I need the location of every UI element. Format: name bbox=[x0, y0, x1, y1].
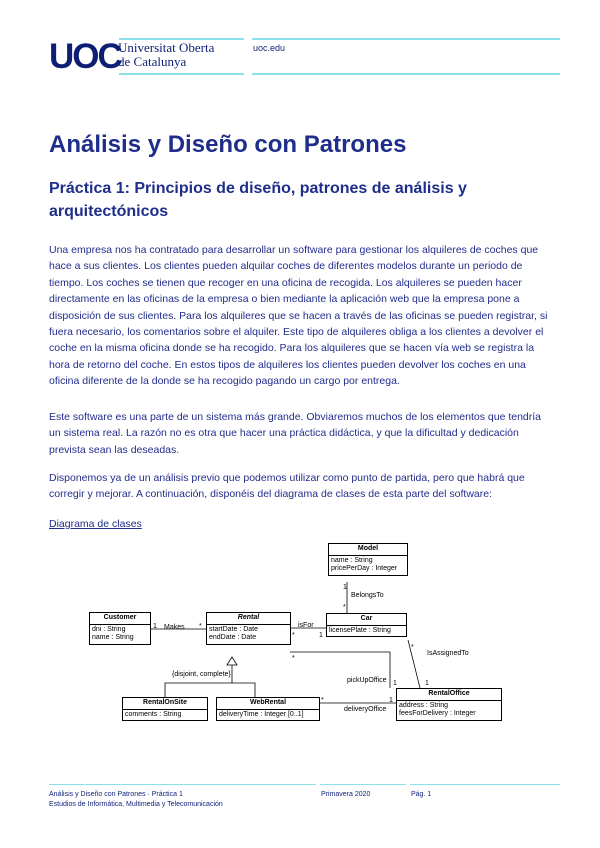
institution-line-1: Universitat Oberta bbox=[118, 40, 215, 55]
header-rule-4 bbox=[252, 73, 560, 75]
mult-delivery-1: 1 bbox=[389, 697, 393, 704]
header-rule-2 bbox=[119, 73, 244, 75]
label-is-assigned-to: IsAssignedTo bbox=[427, 650, 469, 657]
class-rental-attr-1: startDate : Date bbox=[209, 625, 259, 633]
label-constraint: {disjoint, complete} bbox=[172, 671, 231, 678]
class-car-attr-1: licensePlate : String bbox=[329, 626, 391, 634]
mult-rental-star-3: * bbox=[292, 655, 295, 662]
mult-model-1: 1 bbox=[343, 584, 347, 591]
institution-line-2: de Catalunya bbox=[118, 54, 187, 69]
footer-course: Análisis y Diseño con Patrones · Práctic… bbox=[49, 791, 183, 798]
mult-car-star: * bbox=[343, 604, 346, 611]
class-web-rental-name: WebRental bbox=[217, 698, 319, 710]
header-rule-3 bbox=[252, 38, 560, 40]
mult-web-star: * bbox=[321, 697, 324, 704]
footer-rule-3 bbox=[410, 784, 560, 785]
institution-name: Universitat Oberta de Catalunya bbox=[118, 41, 214, 69]
paragraph-1: Una empresa nos ha contratado para desar… bbox=[49, 244, 548, 388]
footer-rule-1 bbox=[49, 784, 316, 785]
label-is-for: isFor bbox=[298, 622, 314, 629]
is-assigned-to-line bbox=[407, 639, 421, 689]
class-web-rental-attr-1: deliveryTime : Integer [0..1] bbox=[219, 710, 304, 718]
footer-page-number: Pág. 1 bbox=[411, 791, 432, 798]
mult-pickup-1: 1 bbox=[393, 680, 397, 687]
mult-rental-star-2: * bbox=[292, 632, 295, 639]
class-customer-attr-1: dni : String bbox=[92, 625, 126, 633]
class-rental-office[interactable]: RentalOffice address : String feesForDel… bbox=[396, 688, 502, 721]
footer-semester: Primavera 2020 bbox=[321, 791, 371, 798]
class-rental-on-site-name: RentalOnSite bbox=[123, 698, 207, 710]
footer-rule-2 bbox=[320, 784, 406, 785]
class-rental-office-name: RentalOffice bbox=[397, 689, 501, 701]
label-makes: Makes bbox=[164, 624, 185, 631]
class-customer[interactable]: Customer dni : String name : String bbox=[89, 612, 151, 645]
class-rental-on-site-attr-1: comments : String bbox=[125, 710, 182, 718]
mult-customer-1: 1 bbox=[153, 623, 157, 630]
uoc-logo: UOC bbox=[49, 37, 123, 76]
paragraph-3: Disponemos ya de un análisis previo que … bbox=[49, 472, 525, 501]
class-model-attr-2: pricePerDay : Integer bbox=[331, 565, 398, 572]
generalization-line bbox=[164, 682, 256, 697]
label-belongs-to: BelongsTo bbox=[351, 592, 384, 599]
class-car-name: Car bbox=[327, 614, 406, 626]
class-customer-attr-2: name : String bbox=[92, 634, 134, 641]
paragraph-2: Este software es una parte de un sistema… bbox=[49, 411, 542, 456]
header-rule-1 bbox=[119, 38, 244, 40]
class-rental-attr-2: endDate : Date bbox=[209, 634, 257, 641]
generalization-arrow bbox=[226, 656, 238, 666]
class-rental-on-site[interactable]: RentalOnSite comments : String bbox=[122, 697, 208, 721]
page-subtitle: Práctica 1: Principios de diseño, patron… bbox=[49, 180, 467, 220]
class-rental[interactable]: Rental startDate : Date endDate : Date bbox=[206, 612, 291, 645]
class-model-name: Model bbox=[329, 544, 407, 556]
class-model-attr-1: name : String bbox=[331, 556, 373, 564]
mult-car-star-2: * bbox=[411, 644, 414, 651]
diagram-link[interactable]: Diagrama de clases bbox=[49, 518, 142, 530]
footer-department: Estudios de Informática, Multimedia y Te… bbox=[49, 801, 223, 808]
class-model[interactable]: Model name : String pricePerDay : Intege… bbox=[328, 543, 408, 576]
class-rental-name: Rental bbox=[207, 613, 290, 625]
page-title: Análisis y Diseño con Patrones bbox=[49, 131, 407, 158]
class-rental-office-attr-1: address : String bbox=[399, 701, 449, 709]
class-rental-office-attr-2: feesForDelivery : Integer bbox=[399, 710, 476, 717]
mult-car-1: 1 bbox=[319, 632, 323, 639]
mult-office-1: 1 bbox=[425, 680, 429, 687]
class-customer-name: Customer bbox=[90, 613, 150, 625]
pickup-office-line bbox=[290, 651, 391, 688]
label-delivery-office: deliveryOffice bbox=[344, 706, 387, 713]
class-web-rental[interactable]: WebRental deliveryTime : Integer [0..1] bbox=[216, 697, 320, 721]
class-car[interactable]: Car licensePlate : String bbox=[326, 613, 407, 637]
mult-rental-star: * bbox=[199, 623, 202, 630]
website-link[interactable]: uoc.edu bbox=[253, 43, 286, 53]
label-pickup-office: pickUpOffice bbox=[347, 677, 387, 684]
